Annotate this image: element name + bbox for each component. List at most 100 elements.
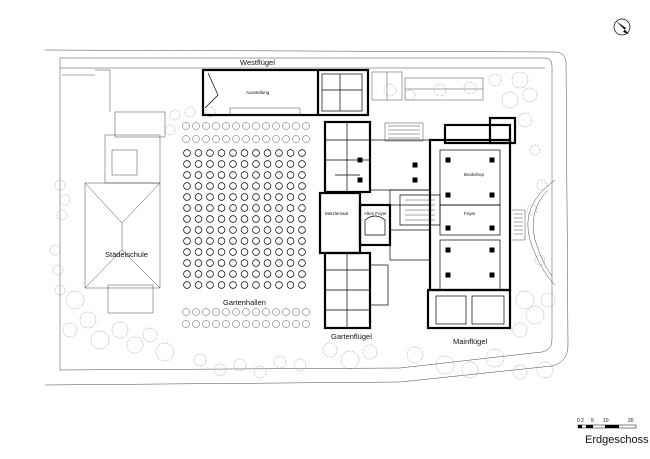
column-grid bbox=[357, 157, 495, 278]
tree-icon bbox=[49, 244, 61, 256]
tree-icon bbox=[302, 308, 310, 316]
skylight-icon bbox=[206, 171, 214, 179]
tree-icon bbox=[406, 346, 424, 364]
skylight-icon bbox=[183, 149, 191, 157]
skylight-icon bbox=[252, 182, 260, 190]
skylight-icon bbox=[286, 248, 295, 256]
skylight-icon bbox=[183, 204, 191, 212]
foyer-label: Foyer bbox=[464, 211, 476, 216]
site-outline bbox=[44, 49, 569, 386]
skylight-icon bbox=[263, 281, 272, 289]
skylight-icon bbox=[183, 226, 191, 234]
skylight-icon bbox=[286, 281, 295, 289]
tree-icon bbox=[272, 135, 280, 143]
tree-icon bbox=[65, 290, 85, 310]
skylight-icon bbox=[229, 160, 237, 168]
tree-icon bbox=[272, 122, 280, 130]
skylight-icon bbox=[194, 248, 203, 256]
skylight-icon bbox=[194, 204, 203, 212]
skylight-icon bbox=[286, 259, 295, 267]
skylight-icon bbox=[206, 237, 214, 245]
skylight-icon bbox=[229, 259, 237, 267]
skylight-icon bbox=[194, 237, 203, 245]
skylight-icon bbox=[206, 149, 214, 157]
tree-icon bbox=[252, 308, 260, 316]
skylight-icon bbox=[252, 171, 260, 179]
tree-icon bbox=[534, 254, 546, 266]
skylight-icon bbox=[275, 237, 283, 245]
column-icon bbox=[445, 272, 451, 278]
skylight-icon bbox=[194, 193, 203, 201]
tree-icon bbox=[282, 320, 290, 328]
skylight-icon bbox=[298, 248, 306, 256]
skylight-icon bbox=[217, 215, 226, 223]
tree-icon bbox=[222, 320, 230, 328]
skylight-icon bbox=[252, 160, 260, 168]
skylight-icon bbox=[206, 259, 214, 267]
skylight-icon bbox=[252, 259, 260, 267]
skylight-icon bbox=[240, 270, 249, 278]
tree-icon bbox=[512, 322, 528, 338]
skylight-icon bbox=[240, 182, 249, 190]
skylight-icon bbox=[229, 204, 237, 212]
skylight-icon bbox=[275, 160, 283, 168]
tree-icon bbox=[59, 194, 71, 206]
skylight-icon bbox=[286, 270, 295, 278]
skylight-icon bbox=[217, 149, 226, 157]
tree-icon bbox=[233, 358, 247, 372]
tree-icon bbox=[222, 308, 230, 316]
skylight-icon bbox=[229, 182, 237, 190]
tree-icon bbox=[192, 135, 200, 143]
skylight-icon bbox=[252, 248, 260, 256]
skylight-icon bbox=[240, 204, 249, 212]
skylight-icon bbox=[240, 215, 249, 223]
tree-icon bbox=[433, 83, 447, 97]
skylight-icon bbox=[240, 160, 249, 168]
skylight-icon bbox=[206, 160, 214, 168]
skylight-icon bbox=[263, 182, 272, 190]
north-arrow-icon bbox=[613, 18, 631, 36]
tree-icon bbox=[192, 308, 200, 316]
tree-icon bbox=[292, 308, 300, 316]
skylight-icon bbox=[252, 237, 260, 245]
scale-tick-20: 20 bbox=[628, 418, 634, 424]
skylight-icon bbox=[194, 215, 203, 223]
trees bbox=[49, 71, 556, 380]
column-icon bbox=[445, 225, 451, 231]
tree-icon bbox=[242, 320, 250, 328]
tree-icon bbox=[142, 327, 158, 343]
tree-icon bbox=[252, 122, 260, 130]
skylight-icon bbox=[286, 204, 295, 212]
tree-icon bbox=[155, 342, 175, 362]
skylight-icon bbox=[252, 226, 260, 234]
tree-icon bbox=[232, 135, 240, 143]
westfluegel-building bbox=[201, 68, 370, 117]
tree-icon bbox=[302, 320, 310, 328]
skylight-icon bbox=[275, 182, 283, 190]
skylight-icon bbox=[183, 160, 191, 168]
tree-icon bbox=[182, 135, 190, 143]
tree-icon bbox=[111, 321, 129, 339]
column-icon bbox=[445, 192, 451, 198]
skylight-icon bbox=[194, 160, 203, 168]
tree-icon bbox=[282, 135, 290, 143]
staedelschule-building bbox=[62, 69, 166, 314]
bookshop-label: Bookshop bbox=[464, 172, 485, 177]
skylight-icon bbox=[263, 226, 272, 234]
tree-row bbox=[182, 122, 310, 328]
tree-icon bbox=[222, 122, 230, 130]
skylight-icon bbox=[263, 160, 272, 168]
skylight-icon bbox=[263, 149, 272, 157]
tree-icon bbox=[202, 308, 210, 316]
skylight-icon bbox=[275, 226, 283, 234]
tree-icon bbox=[540, 292, 556, 308]
mainfluegel-label: Mainflügel bbox=[453, 337, 488, 346]
skylight-icon bbox=[298, 259, 306, 267]
column-icon bbox=[445, 247, 451, 253]
skylight-icon bbox=[183, 270, 191, 278]
tree-icon bbox=[253, 365, 267, 379]
skylight-icon bbox=[275, 259, 283, 267]
tree-icon bbox=[252, 320, 260, 328]
tree-icon bbox=[232, 320, 240, 328]
skylight-icon bbox=[263, 259, 272, 267]
